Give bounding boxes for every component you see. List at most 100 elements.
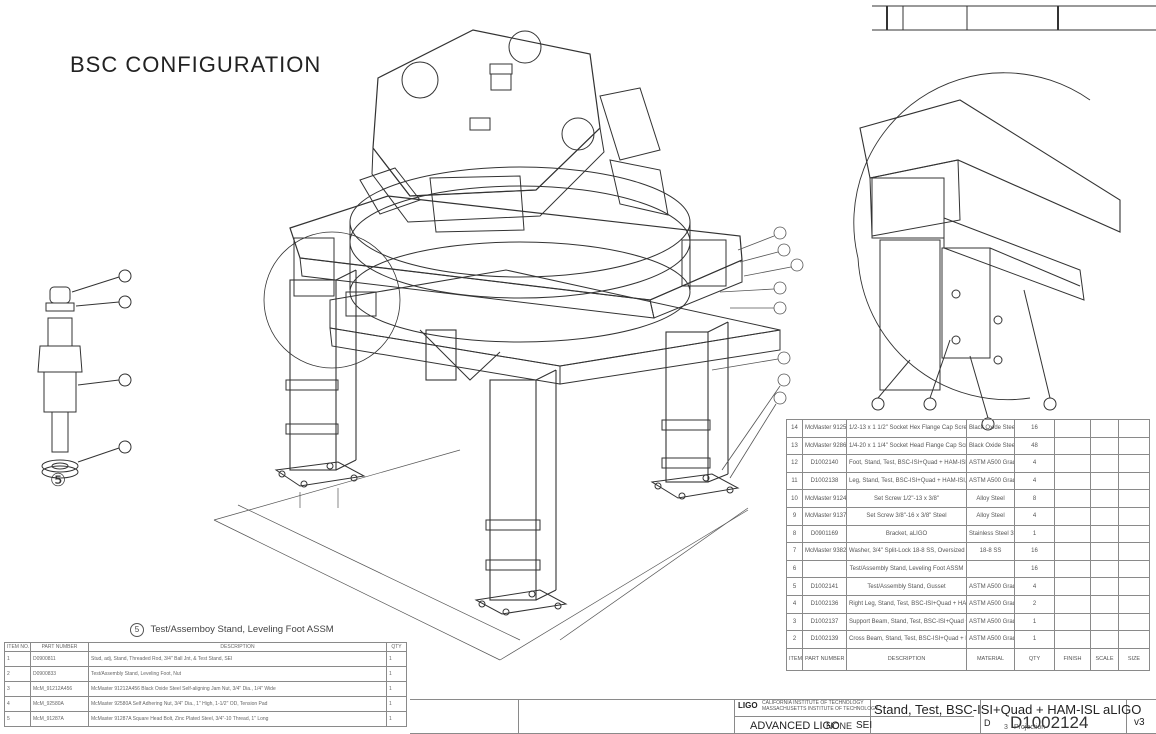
parts-cell: Test/Assembly Stand, Leveling Foot ASSM [846, 559, 967, 579]
parts-cell: D1002136 [802, 594, 847, 614]
drawing-number: D1002124 [1010, 713, 1089, 732]
parts-header-part-number: PART NUMBER [802, 647, 847, 671]
foot-cell: Stud, adj, Stand, Threaded Rod, 3/4" Bal… [88, 651, 387, 667]
parts-cell [1090, 436, 1119, 456]
parts-cell: 8 [786, 524, 803, 544]
sheet-number: 3 [1004, 724, 1008, 731]
parts-cell: 4 [1014, 454, 1055, 473]
parts-cell [1054, 542, 1091, 561]
parts-cell: 4 [1014, 471, 1055, 491]
parts-cell [1090, 454, 1119, 473]
parts-cell [1090, 594, 1119, 614]
parts-cell [1118, 630, 1150, 649]
institution-1: CALIFORNIA INSTITUTE OF TECHNOLOGY [762, 700, 864, 706]
revision-label: v3 [1134, 717, 1145, 728]
parts-cell: McMaster 93827A [802, 542, 847, 561]
foot-cell: McM_91212A456 [30, 681, 89, 697]
parts-cell [1090, 524, 1119, 544]
parts-cell [1118, 559, 1150, 579]
parts-cell: Black Oxide Steel [966, 436, 1015, 456]
parts-cell: ASTM A500 Grade B [966, 594, 1015, 614]
parts-cell: D0901169 [802, 524, 847, 544]
drawing-title: Stand, Test, BSC-ISI+Quad + HAM-ISL aLIG… [874, 702, 1142, 717]
parts-cell: D1002139 [802, 630, 847, 649]
foot-callout-number: ⑤ [50, 470, 67, 490]
institution-2: MASSACHUSETTS INSTITUTE OF TECHNOLOGY [762, 706, 879, 712]
foot-cell: McMaster 92580A Self Adhering Nut, 3/4" … [88, 696, 387, 712]
parts-cell: 8 [1014, 489, 1055, 508]
parts-cell [1054, 594, 1091, 614]
parts-cell [1118, 542, 1150, 561]
parts-cell [1054, 506, 1091, 526]
foot-header-qty: QTY [386, 642, 407, 652]
parts-cell [1118, 594, 1150, 614]
foot-cell: McM_91287A [30, 711, 89, 727]
parts-cell: 4 [1014, 577, 1055, 596]
parts-cell [1118, 436, 1150, 456]
foot-cell: 1 [4, 651, 31, 667]
foot-cell: 1 [386, 711, 407, 727]
parts-cell: ASTM A500 Grade B [966, 454, 1015, 473]
parts-cell: 1/2-13 x 1 1/2" Socket Hex Flange Cap Sc… [846, 419, 967, 438]
foot-cell: D0900833 [30, 666, 89, 682]
parts-cell: Alloy Steel [966, 506, 1015, 526]
parts-cell: 16 [1014, 542, 1055, 561]
parts-cell: 14 [786, 419, 803, 438]
parts-cell: Cross Beam, Stand, Test, BSC-ISI+Quad + … [846, 630, 967, 649]
parts-cell: 16 [1014, 559, 1055, 579]
dimension-lines [213, 449, 749, 661]
parts-cell [1090, 471, 1119, 491]
parts-cell: 12 [786, 454, 803, 473]
parts-cell: 2 [786, 630, 803, 649]
parts-cell: McMaster 92865A [802, 436, 847, 456]
parts-cell: ASTM A500 Grade B [966, 577, 1015, 596]
parts-cell: ASTM A500 Grade B [966, 630, 1015, 649]
parts-cell: Set Screw 3/8"-16 x 3/8" Steel [846, 506, 967, 526]
size-label: D [984, 718, 991, 728]
foot-cell: McMaster 91287A Square Head Bolt, Zinc P… [88, 711, 387, 727]
next-assembly: NONE [826, 721, 853, 731]
parts-cell [1054, 436, 1091, 456]
parts-cell: 2 [1014, 594, 1055, 614]
parts-cell [1118, 612, 1150, 632]
leveling-foot-view [37, 269, 132, 479]
foot-cell: 1 [386, 681, 407, 697]
projection-caption: Projection [1014, 724, 1046, 731]
foot-cell: Test/Assembly Stand, Leveling Foot, Nut [88, 666, 387, 682]
foot-caption-balloon: 5 [130, 623, 144, 637]
parts-cell [1054, 577, 1091, 596]
parts-cell: 4 [1014, 506, 1055, 526]
foot-cell: D0900811 [30, 651, 89, 667]
foot-cell: McM_92580A [30, 696, 89, 712]
sheet-title: BSC CONFIGURATION [70, 52, 322, 77]
parts-cell [1090, 506, 1119, 526]
parts-cell [1054, 559, 1091, 579]
parts-cell: McMaster 91375A [802, 506, 847, 526]
parts-cell: 1 [1014, 524, 1055, 544]
parts-cell: 11 [786, 471, 803, 491]
parts-cell [1054, 454, 1091, 473]
parts-cell: Leg, Stand, Test, BSC-ISI+Quad + HAM-ISI… [846, 471, 967, 491]
parts-cell: 16 [1014, 419, 1055, 438]
parts-header-size: SIZE [1118, 647, 1150, 671]
foot-cell: 5 [4, 711, 31, 727]
parts-cell: 1 [1014, 630, 1055, 649]
foot-header-part-number: PART NUMBER [30, 642, 89, 652]
parts-cell: ASTM A500 Grade B [966, 612, 1015, 632]
parts-header-description: DESCRIPTION [846, 647, 967, 671]
parts-cell: 9 [786, 506, 803, 526]
parts-cell [1090, 577, 1119, 596]
parts-header-scale: SCALE [1090, 647, 1119, 671]
